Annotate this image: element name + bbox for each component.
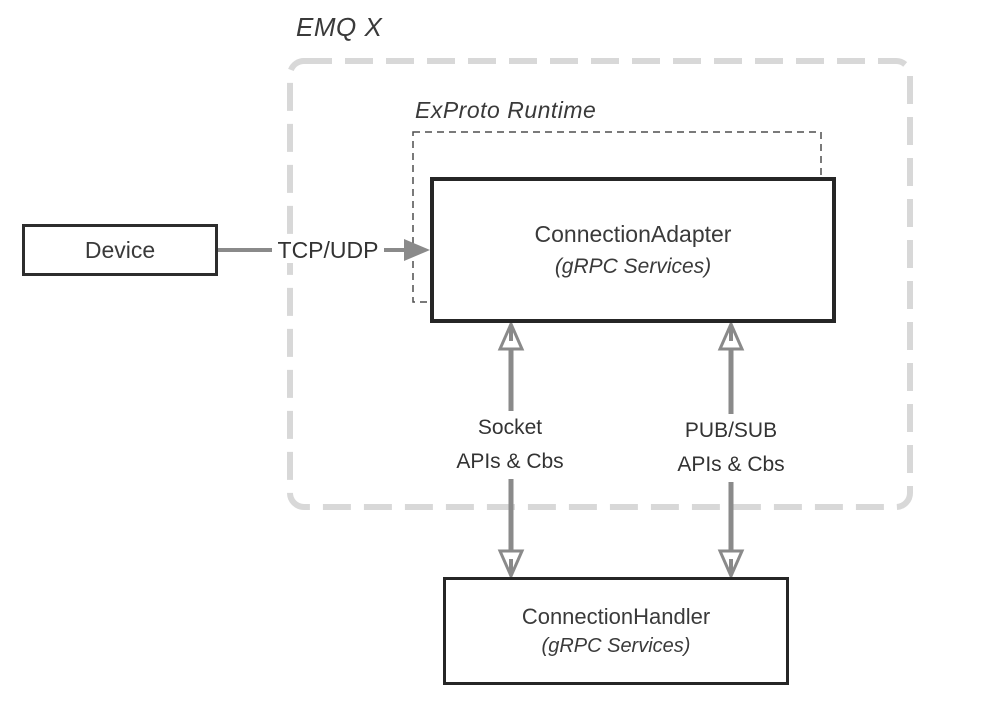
device-label: Device <box>84 236 156 263</box>
exproto-runtime-title: ExProto Runtime <box>415 97 597 123</box>
socket-edge-label: Socket APIs & Cbs <box>430 411 590 479</box>
connection-handler-node: ConnectionHandler (gRPC Services) <box>443 577 789 685</box>
pubsub-edge-label: PUB/SUB APIs & Cbs <box>651 414 811 482</box>
emqx-container-dashed-border <box>287 58 913 510</box>
socket-edge-label-line1: Socket <box>477 416 543 439</box>
connection-adapter-node: ConnectionAdapter (gRPC Services) <box>430 177 836 323</box>
connection-handler-sublabel: (gRPC Services) <box>541 635 691 657</box>
tcp-udp-arrowhead-right <box>404 239 430 261</box>
device-node: Device <box>22 224 218 276</box>
tcp-udp-edge-label: TCP/UDP <box>272 237 384 263</box>
emqx-title: EMQ X <box>296 12 383 42</box>
pubsub-edge-label-line1: PUB/SUB <box>684 419 778 442</box>
connection-adapter-sublabel: (gRPC Services) <box>554 255 712 278</box>
connection-adapter-label: ConnectionAdapter <box>534 221 732 247</box>
pubsub-edge-label-line2: APIs & Cbs <box>677 453 785 476</box>
socket-edge-label-line2: APIs & Cbs <box>456 450 564 473</box>
connection-handler-label: ConnectionHandler <box>521 604 711 629</box>
